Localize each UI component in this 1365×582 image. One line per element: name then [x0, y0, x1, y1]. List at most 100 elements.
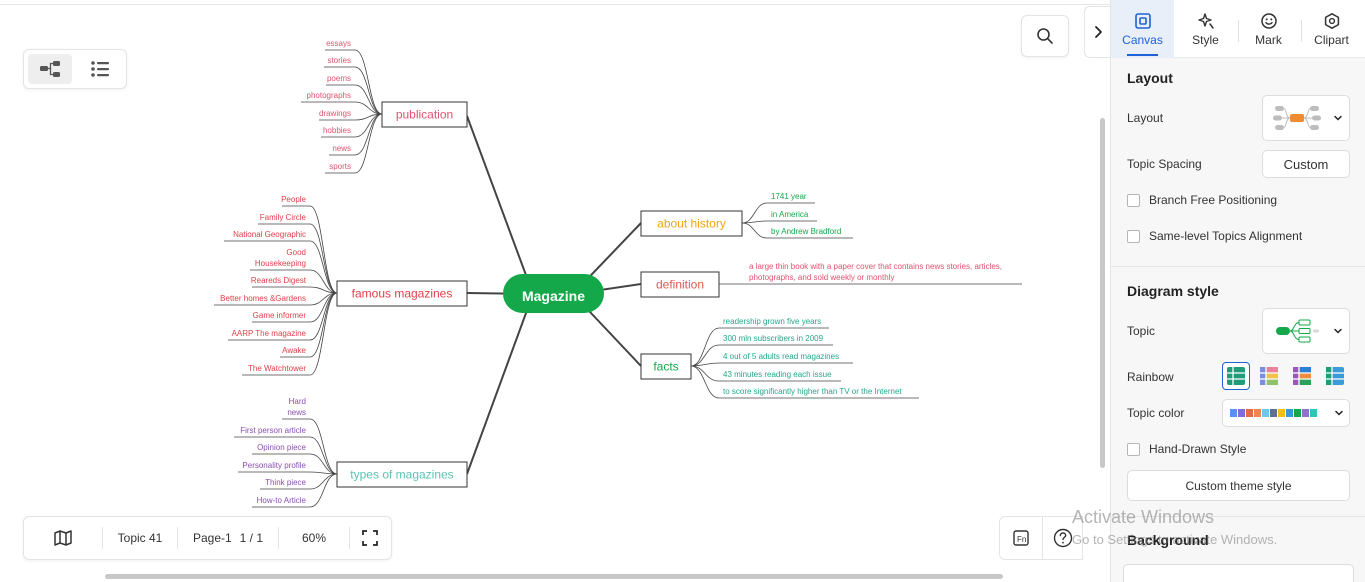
- topic-spacing-label: Topic Spacing: [1127, 157, 1202, 171]
- subtopic-facts-connector: [690, 344, 720, 367]
- topic-count: Topic 41: [117, 531, 163, 545]
- topic-types-of-magazines-label: types of magazines: [350, 468, 453, 482]
- color-swatch: [1238, 409, 1245, 417]
- tab-label: Mark: [1255, 32, 1282, 47]
- rainbow-option-4[interactable]: [1321, 362, 1349, 390]
- tab-canvas[interactable]: Canvas: [1111, 0, 1174, 58]
- function-icon: Fn: [1013, 530, 1029, 546]
- hand-drawn-option[interactable]: Hand-Drawn Style: [1127, 442, 1246, 456]
- svg-text:Fn: Fn: [1017, 535, 1026, 544]
- view-toggle: [23, 49, 127, 89]
- subtopic-publication-label: news: [332, 144, 351, 153]
- subtopic-famous-label: Family Circle: [260, 213, 307, 222]
- tab-separator: [1301, 20, 1302, 42]
- subtopic-types-connector: [309, 436, 338, 475]
- subtopic-facts-label: readership grown five years: [723, 317, 821, 326]
- panel-divider: [1111, 266, 1365, 267]
- branch-free-positioning-option[interactable]: Branch Free Positioning: [1127, 193, 1277, 207]
- subtopic-famous-label: Reareds Digest: [251, 276, 307, 285]
- subtopic-famous-connector: [309, 240, 338, 294]
- collapse-panel-button[interactable]: [1084, 6, 1110, 58]
- same-level-alignment-option[interactable]: Same-level Topics Alignment: [1127, 229, 1302, 243]
- horizontal-scrollbar[interactable]: [105, 574, 1003, 579]
- topic-style-select[interactable]: [1262, 308, 1350, 354]
- search-button[interactable]: [1021, 15, 1069, 57]
- branch-connector: [466, 115, 534, 295]
- outline-view-button[interactable]: [78, 54, 122, 84]
- subtopic-facts-label: 43 minutes reading each issue: [723, 370, 832, 379]
- subtopic-publication-label: drawings: [319, 109, 351, 118]
- page-indicator[interactable]: Page-1 1 / 1: [178, 517, 278, 559]
- tab-label: Style: [1192, 32, 1219, 47]
- function-button[interactable]: Fn: [999, 516, 1043, 560]
- color-swatch: [1294, 409, 1301, 417]
- rainbow-option-1[interactable]: [1222, 362, 1250, 390]
- topic-publication[interactable]: [381, 101, 468, 128]
- subtopic-types-label: First person article: [240, 426, 306, 435]
- layout-select[interactable]: [1262, 95, 1350, 141]
- color-swatch: [1270, 409, 1277, 417]
- color-swatch: [1302, 409, 1309, 417]
- subtopic-publication-label: hobbies: [323, 126, 351, 135]
- topic-facts-label: facts: [653, 360, 678, 374]
- tab-clipart[interactable]: Clipart: [1300, 0, 1363, 58]
- format-panel: Canvas Style Mark: [1110, 0, 1365, 582]
- mindmap-view-icon: [40, 61, 60, 77]
- same-level-alignment-checkbox[interactable]: [1127, 229, 1140, 243]
- canvas-icon: [1134, 12, 1151, 29]
- hand-drawn-checkbox[interactable]: [1127, 442, 1140, 456]
- rainbow-option-2[interactable]: [1255, 362, 1283, 390]
- color-swatch: [1278, 409, 1285, 417]
- subtopic-history-label: by Andrew Bradford: [771, 227, 841, 236]
- map-button[interactable]: [24, 517, 102, 559]
- layout-label: Layout: [1127, 111, 1164, 125]
- topic-types-of-magazines[interactable]: [336, 461, 468, 488]
- subtopic-types-connector: [309, 473, 338, 490]
- topic-spacing-button[interactable]: Custom: [1262, 150, 1350, 178]
- tab-mark[interactable]: Mark: [1237, 0, 1300, 58]
- mindmap-view-button[interactable]: [28, 54, 72, 84]
- subtopic-famous-label: National Geographic: [233, 230, 306, 239]
- subtopic-publication-label: photographs: [307, 91, 351, 100]
- fullscreen-button[interactable]: [350, 517, 390, 559]
- background-options[interactable]: [1123, 564, 1354, 582]
- subtopic-types-connector: [309, 453, 338, 475]
- subtopic-famous-label: Awake: [282, 346, 306, 355]
- chevron-down-icon: [1334, 328, 1342, 334]
- tab-style[interactable]: Style: [1174, 0, 1237, 58]
- topic-facts[interactable]: [640, 353, 692, 380]
- color-swatch: [1230, 409, 1237, 417]
- topic-definition-label: definition: [656, 278, 704, 292]
- color-swatch: [1310, 409, 1317, 417]
- central-topic[interactable]: [503, 274, 604, 313]
- branch-free-positioning-checkbox[interactable]: [1127, 193, 1140, 207]
- branch-connector: [466, 293, 534, 475]
- zoom-level[interactable]: 60%: [301, 531, 327, 545]
- rainbow-grid-icon: [1326, 367, 1344, 385]
- topic-about-history[interactable]: [640, 210, 743, 237]
- clipart-icon: [1324, 12, 1339, 29]
- subtopic-facts-connector: [690, 365, 720, 382]
- chevron-right-icon: [1094, 26, 1102, 38]
- subtopic-famous-label: Game informer: [253, 311, 307, 320]
- layout-section-title: Layout: [1127, 70, 1173, 86]
- rainbow-option-3[interactable]: [1288, 362, 1316, 390]
- tab-label: Canvas: [1122, 32, 1163, 47]
- subtopic-famous-label: AARP The magazine: [232, 329, 307, 338]
- subtopic-publication-connector: [354, 101, 383, 115]
- subtopic-types-label: How-to Article: [257, 496, 307, 505]
- rainbow-grid-icon: [1260, 367, 1278, 385]
- help-button[interactable]: [1043, 516, 1083, 560]
- subtopic-types-label: Opinion piece: [257, 443, 306, 452]
- subtopic-definition-label: photographs, and sold weekly or monthly: [749, 273, 894, 282]
- custom-theme-style-button[interactable]: Custom theme style: [1127, 470, 1350, 501]
- topic-definition[interactable]: [640, 271, 720, 298]
- chevron-down-icon: [1334, 115, 1342, 121]
- topic-famous-magazines[interactable]: [336, 280, 468, 307]
- status-separator: [278, 527, 279, 549]
- vertical-scrollbar[interactable]: [1100, 118, 1105, 468]
- topic-color-select[interactable]: [1222, 399, 1350, 427]
